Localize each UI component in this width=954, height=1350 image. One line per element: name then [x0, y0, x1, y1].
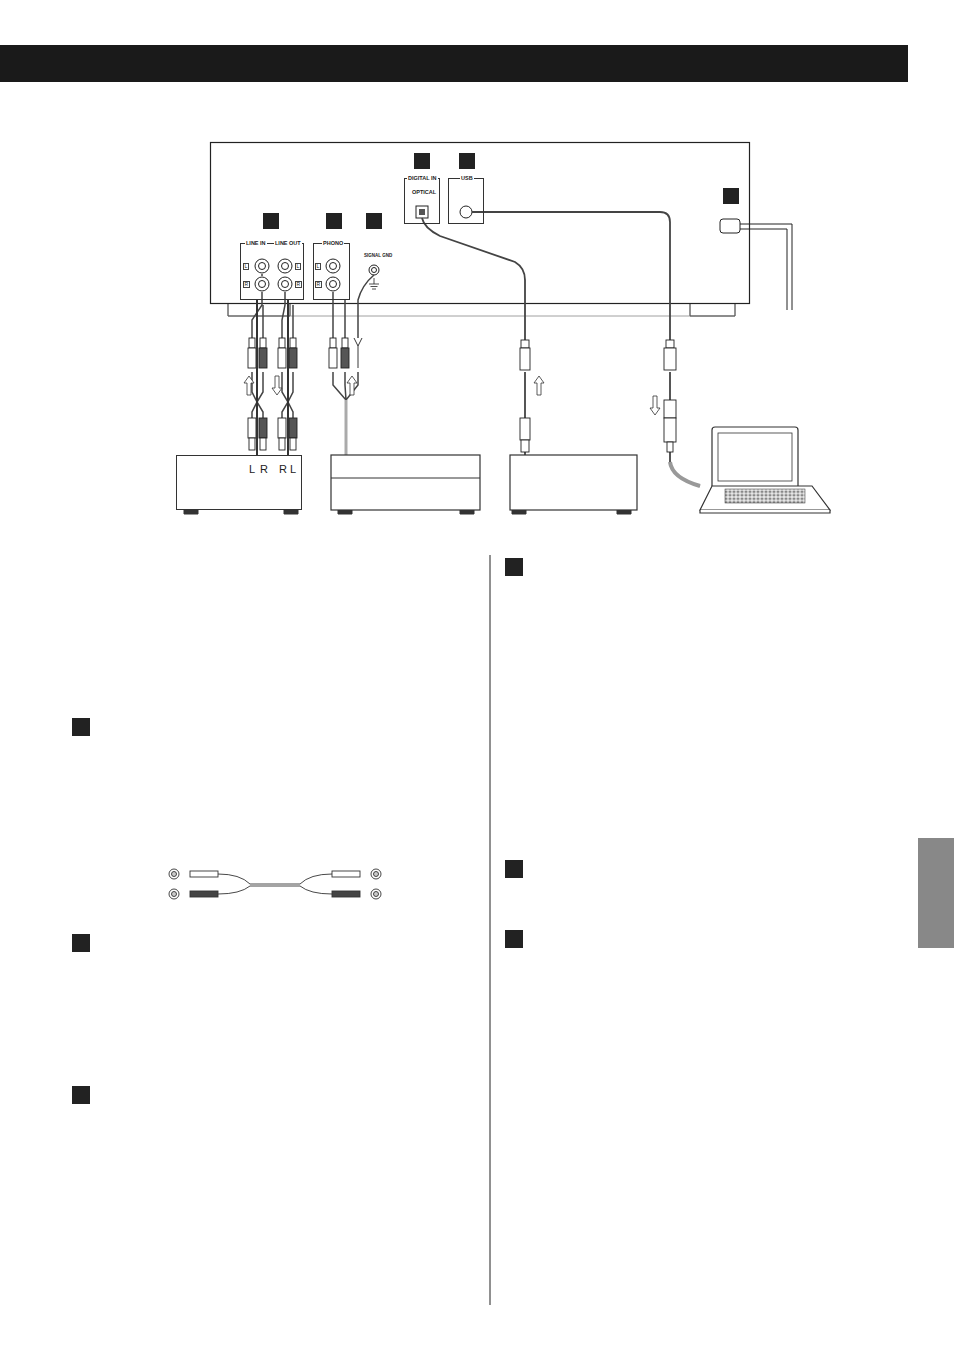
rear-panel	[211, 143, 750, 304]
usb-plugs	[664, 340, 676, 452]
line-cable-wires	[252, 274, 293, 418]
node-text: R	[260, 464, 268, 475]
rca-jacks	[255, 259, 379, 291]
node-text: L	[290, 464, 296, 475]
jack-group: LINE IN LINE OUT	[240, 243, 304, 300]
power-inlet	[720, 219, 740, 233]
rca-cable-illustration	[169, 869, 381, 899]
audio-cable	[256, 300, 258, 455]
channel-label: R	[295, 281, 302, 288]
power-cord	[740, 224, 792, 310]
usb-cable	[472, 212, 700, 486]
node-text: OPTICAL	[411, 190, 437, 196]
node-text: LINE IN	[245, 241, 267, 247]
terminal-label: SIGNAL GND	[364, 254, 392, 259]
port-group: USB	[448, 178, 484, 224]
node-text: DIGITAL IN	[407, 176, 438, 182]
usb-port	[460, 206, 472, 218]
channel-label: L	[295, 263, 301, 270]
optical-port	[416, 206, 428, 218]
column-divider	[490, 555, 491, 1305]
node-text: L	[249, 464, 255, 475]
turntable-device	[331, 455, 480, 510]
channel-label: R	[243, 281, 250, 288]
direction-arrows	[244, 376, 660, 415]
audio-cable	[287, 300, 289, 455]
node-text: LINE OUT	[274, 241, 302, 247]
optical-source-device	[510, 455, 637, 510]
channel-label: L	[243, 263, 249, 270]
channel-label: L	[315, 263, 321, 270]
device-feet	[184, 510, 298, 514]
panel-feet	[228, 303, 735, 316]
phono-cable	[333, 275, 374, 400]
side-tab	[918, 838, 954, 948]
port-group: DIGITAL IN OPTICAL	[404, 178, 440, 224]
header-bar	[0, 45, 908, 82]
channel-label: R	[315, 281, 322, 288]
optical-plugs	[520, 340, 530, 452]
phono-plugs	[329, 338, 362, 368]
phono-cable-grey	[345, 400, 348, 455]
rca-plugs	[248, 338, 297, 450]
callout-squares	[263, 153, 739, 229]
optical-cable	[422, 218, 525, 455]
node-text: PHONO	[322, 241, 344, 247]
jack-group: PHONO	[313, 243, 350, 300]
node-text: R	[279, 464, 287, 475]
audio-device: LRRL	[176, 455, 302, 510]
section-callouts	[72, 558, 523, 1104]
laptop	[700, 427, 830, 513]
ground-symbol	[369, 278, 379, 289]
node-text: USB	[460, 176, 474, 182]
